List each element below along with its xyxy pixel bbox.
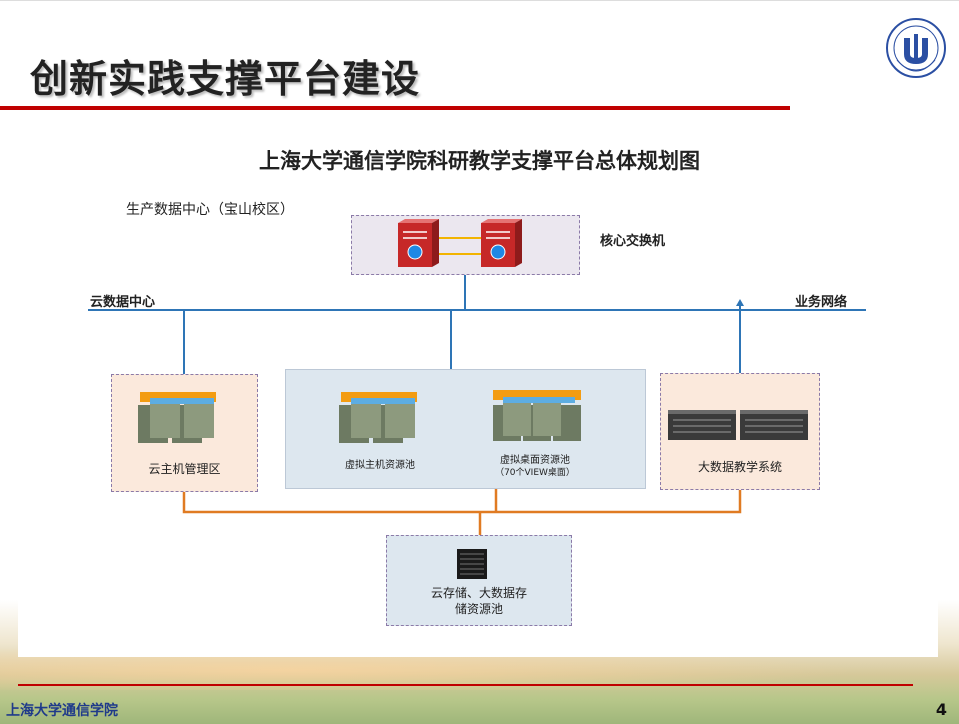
core-switch-box	[351, 215, 580, 275]
cloud-datacenter-label: 云数据中心	[90, 295, 156, 310]
bigdata-label: 大数据教学系统	[697, 460, 782, 474]
core-switch-icon	[398, 219, 439, 267]
storage-bus	[182, 490, 742, 514]
rack-server-icon	[668, 410, 808, 440]
datacenter-label: 生产数据中心（宝山校区）	[126, 202, 294, 218]
slide-title: 创新实践支撑平台建设	[30, 57, 421, 101]
server-cluster-icon	[493, 390, 581, 441]
storage-label-line1: 云存储、大数据存	[430, 586, 527, 600]
storage-label-line2: 储资源池	[454, 602, 503, 616]
core-switch-label: 核心交换机	[600, 234, 666, 249]
vdesktop-pool-label: 虚拟桌面资源池	[500, 455, 570, 466]
footer-org: 上海大学通信学院	[6, 703, 118, 719]
title-underline	[0, 106, 790, 110]
vdesktop-note: （70个VIEW桌面）	[495, 468, 575, 478]
diagram-title: 上海大学通信学院科研教学支撑平台总体规划图	[259, 149, 700, 173]
footer-rule	[18, 684, 913, 686]
mgmt-label: 云主机管理区	[148, 462, 221, 476]
server-cluster-icon	[339, 392, 417, 443]
storage-array-icon	[457, 549, 487, 579]
core-switch-icon	[481, 219, 522, 267]
business-network-label: 业务网络	[795, 295, 848, 310]
shanghai-university-logo-icon	[886, 18, 946, 78]
server-cluster-icon	[138, 392, 216, 443]
page-number: 4	[935, 700, 947, 719]
top-rule	[0, 0, 959, 1]
vhost-pool-label: 虚拟主机资源池	[345, 460, 415, 471]
